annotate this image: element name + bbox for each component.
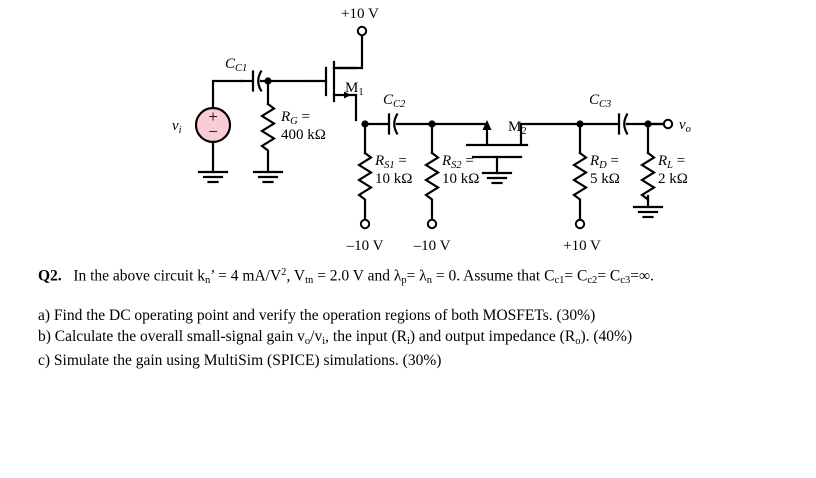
intro-mid3: = 2.0 V and λ — [313, 267, 402, 285]
part-b-post: ). (40%) — [580, 328, 633, 346]
part-b-sub-ri: i — [406, 336, 410, 348]
part-c-text: c) Simulate the gain using MultiSim (SPI… — [38, 351, 442, 369]
intro-sub-c2: c2 — [587, 275, 598, 287]
resistor-RG-branch — [252, 79, 284, 184]
intro-mid2: , V — [286, 267, 306, 285]
resistor-label-RG: RG = — [280, 109, 310, 127]
intro-end: =∞. — [630, 267, 654, 285]
intro-sup-2: 2 — [281, 267, 287, 278]
resistor-RD-branch — [571, 122, 589, 230]
part-b-mid2: , the input (R — [325, 328, 407, 346]
source-plus-sign: + — [208, 107, 218, 126]
resistor-value-RS1: 10 kΩ — [375, 171, 412, 187]
intro-sub-n: n — [205, 275, 211, 287]
resistor-value-RS2: 10 kΩ — [442, 171, 479, 187]
circuit-diagram: +10 V vi + − CC1 RG = 400 kΩ M1 CC2 RS1 … — [172, 6, 691, 254]
circuit-svg: +10 V vi + − CC1 RG = 400 kΩ M1 CC2 RS1 … — [172, 6, 691, 254]
intro-mid7: = C — [597, 267, 621, 285]
capacitor-CC2 — [387, 112, 489, 136]
resistor-label-RS2: RS2 = — [441, 153, 474, 171]
resistor-RS1-branch — [356, 122, 374, 230]
part-b-pre: b) Calculate the overall small-signal ga… — [38, 328, 305, 346]
question-block: Q2. In the above circuit kn’ = 4 mA/V2, … — [38, 266, 798, 371]
intro-sub-c1: c1 — [554, 275, 565, 287]
rail-label-vss-rs2: –10 V — [413, 238, 451, 254]
resistor-label-RL: RL = — [657, 153, 685, 171]
question-part-b: b) Calculate the overall small-signal ga… — [38, 326, 798, 349]
node-gate-M2 — [428, 120, 436, 128]
transistor-label-M2: M2 — [508, 119, 527, 137]
transistor-M2 — [465, 120, 582, 185]
resistor-value-RD: 5 kΩ — [590, 171, 620, 187]
rail-label-vdd-top: +10 V — [341, 6, 379, 22]
rail-label-vss-rs1: –10 V — [346, 238, 384, 254]
part-b-sub-ro: o — [575, 336, 581, 348]
capacitor-label-CC3: CC3 — [589, 92, 611, 110]
intro-sub-n2: n — [426, 275, 433, 287]
resistor-label-RS1: RS1 = — [374, 153, 407, 171]
resistor-value-RG: 400 kΩ — [281, 127, 326, 143]
part-b-mid3: ) and output impedance (R — [409, 328, 576, 346]
transistor-label-M1: M1 — [345, 80, 364, 98]
input-source-branch — [194, 79, 244, 184]
source-label-vi: vi — [172, 118, 182, 136]
intro-pre: In the above circuit k — [73, 267, 206, 285]
capacitor-CC1 — [240, 69, 314, 93]
part-a-text: a) Find the DC operating point and verif… — [38, 307, 596, 325]
rail-label-vdd-rd: +10 V — [563, 238, 601, 254]
intro-mid4: = λ — [406, 267, 427, 285]
node-source-M1 — [361, 120, 369, 128]
question-intro: Q2. In the above circuit kn’ = 4 mA/V2, … — [38, 266, 798, 287]
node-gate-M1 — [264, 77, 272, 85]
part-b-sub-o: o — [304, 336, 311, 348]
resistor-value-RL: 2 kΩ — [658, 171, 688, 187]
resistor-RL-branch — [632, 122, 664, 219]
intro-sub-p: p — [401, 275, 407, 287]
question-part-c: c) Simulate the gain using MultiSim (SPI… — [38, 350, 798, 371]
resistor-label-RD: RD = — [589, 153, 619, 171]
vdd-top-node — [336, 25, 368, 70]
capacitor-label-CC1: CC1 — [225, 56, 247, 74]
output-terminal — [646, 118, 674, 130]
question-part-a: a) Find the DC operating point and verif… — [38, 305, 798, 326]
source-minus-sign: − — [208, 122, 218, 141]
intro-sub-c3: c3 — [620, 275, 631, 287]
part-b-mid1: /v — [310, 328, 323, 346]
capacitor-label-CC2: CC2 — [383, 92, 406, 110]
intro-mid1: ’ = 4 mA/V — [210, 267, 282, 285]
intro-mid5: = 0. Assume that C — [432, 267, 555, 285]
intro-sub-tn: tn — [305, 275, 314, 287]
resistor-RS2-branch — [423, 122, 441, 230]
part-b-sub-i: i — [322, 336, 326, 348]
intro-mid6: = C — [564, 267, 588, 285]
output-label-vo: vo — [679, 117, 691, 135]
transistor-M1 — [310, 60, 358, 122]
question-number: Q2. — [38, 267, 62, 285]
